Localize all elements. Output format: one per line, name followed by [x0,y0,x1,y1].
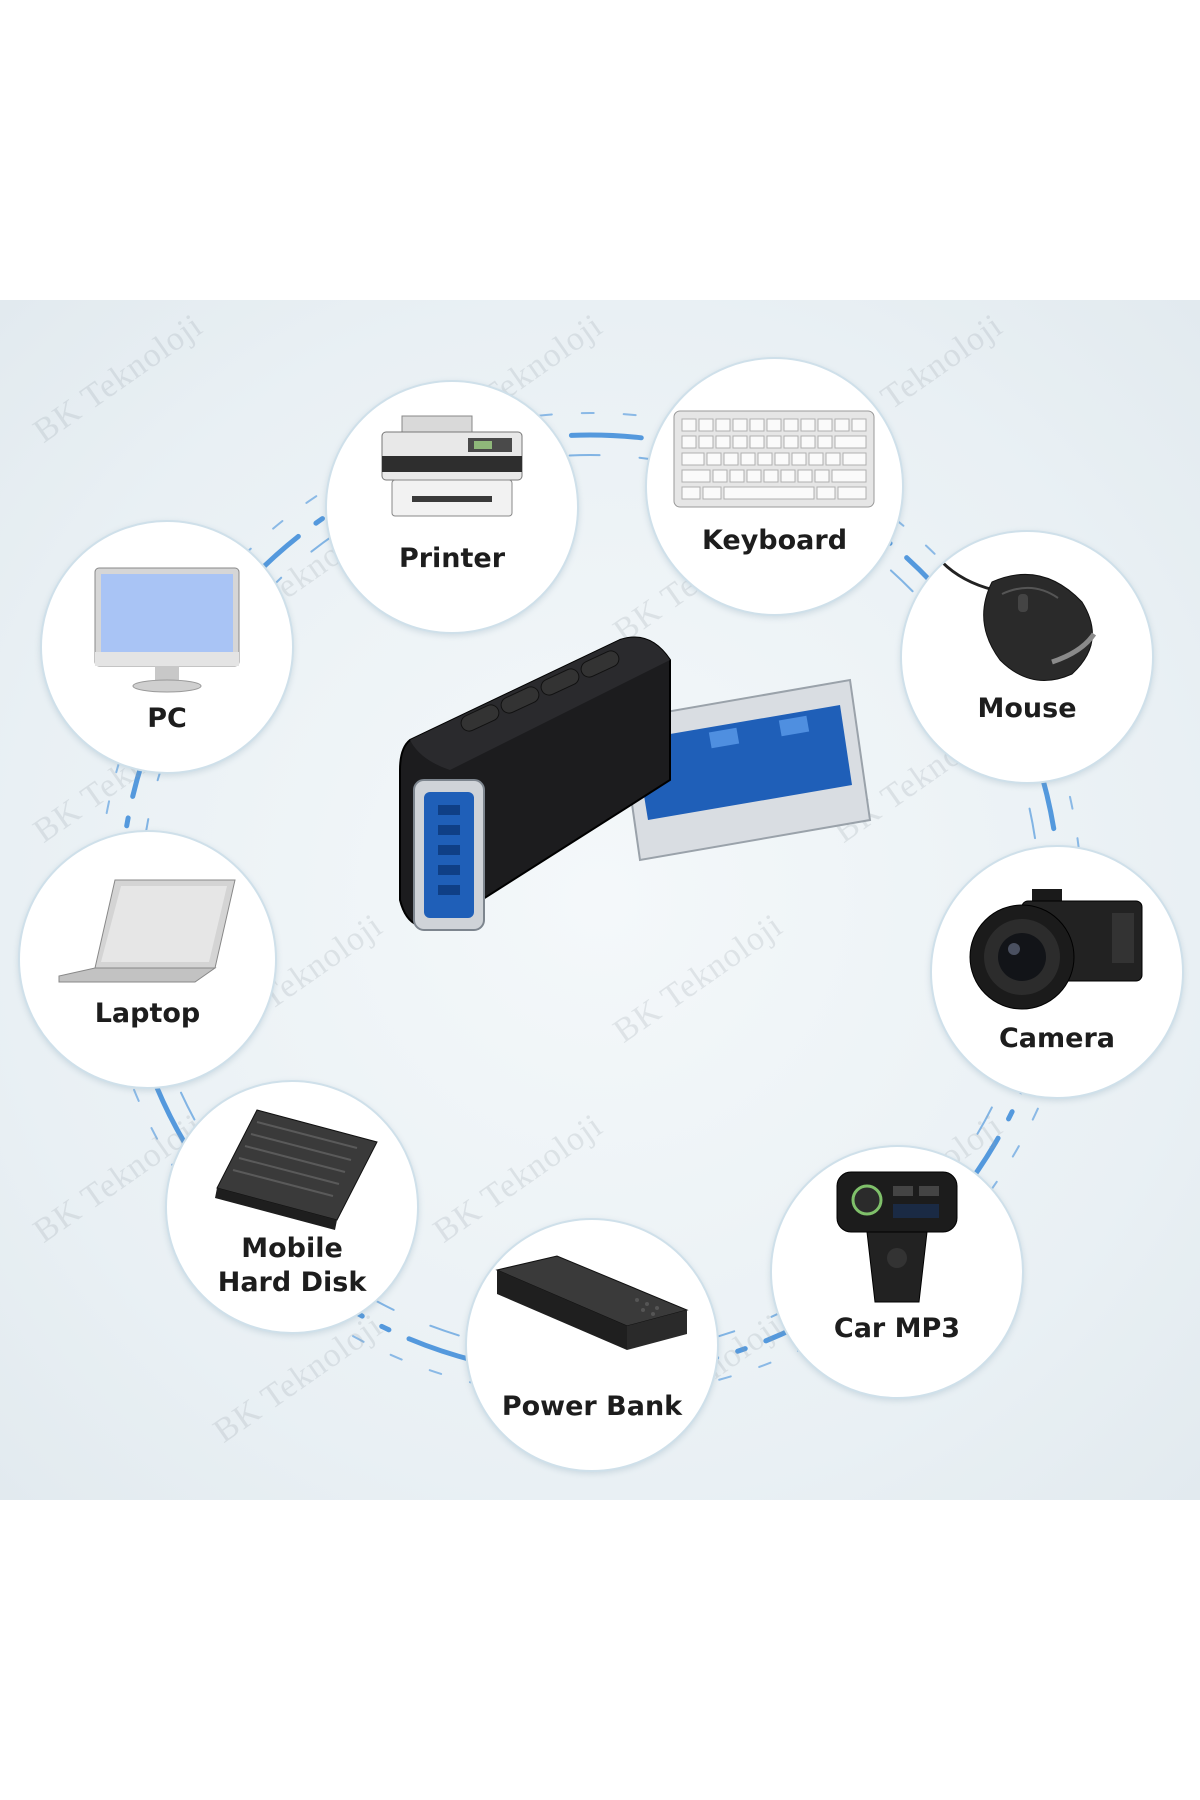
device-bubble-printer: Printer [325,380,579,634]
device-bubble-pc: PC [40,520,294,774]
hard-disk-icon [215,1109,378,1230]
device-label: Keyboard [701,525,848,556]
device-bubble-laptop: Laptop [18,830,277,1089]
device-label: Mouse [977,693,1077,724]
device-label: Power Bank [501,1391,683,1422]
mouse-icon [940,560,1097,681]
device-bubble-keyboard: Keyboard [645,357,904,616]
laptop-icon [58,879,236,983]
device-bubble-camera: Camera [930,845,1184,1099]
device-bubble-power-bank: Power Bank [465,1218,719,1472]
device-bubble-hard-disk: Mobile Hard Disk [165,1080,419,1334]
device-label: Printer [398,543,506,574]
device-bubble-car-mp3: Car MP3 [770,1145,1024,1399]
product-infographic: BK Teknoloji BK Teknoloji BK Teknoloji B… [0,300,1200,1500]
device-label-line1: Mobile [241,1233,343,1264]
device-bubble-mouse: Mouse [900,530,1154,784]
device-label: Camera [998,1023,1115,1054]
monitor-icon [94,567,240,693]
device-label: PC [147,703,187,734]
power-bank-icon [495,1255,689,1350]
device-label-line2: Hard Disk [217,1267,367,1298]
camera-icon [969,889,1143,1010]
usb-adapter-image [399,636,872,931]
keyboard-icon [673,410,875,508]
device-label: Laptop [94,998,201,1029]
printer-icon [381,415,523,517]
car-mp3-icon [836,1171,958,1303]
device-label: Car MP3 [833,1313,961,1344]
